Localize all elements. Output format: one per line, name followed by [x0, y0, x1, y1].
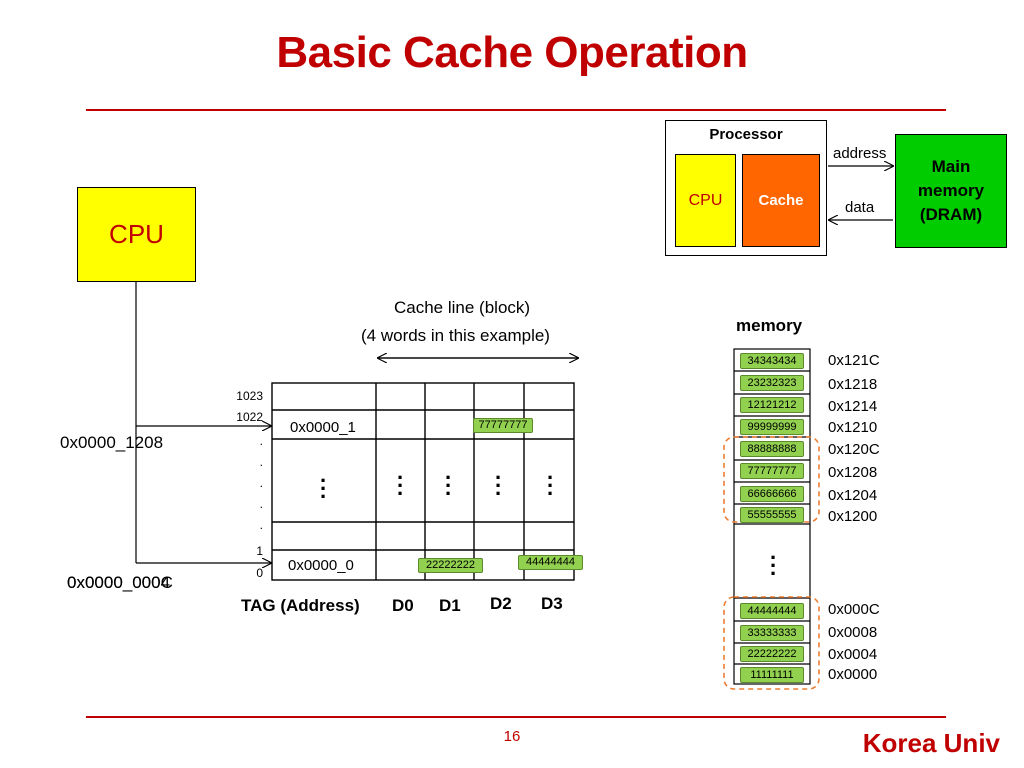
address-lower-a: 0x0000_0004 [67, 573, 171, 592]
processor-cache-box: Cache [742, 154, 820, 247]
index-1022: 1022 [236, 410, 263, 424]
memory-address: 0x000C [828, 601, 880, 618]
processor-cpu-label: CPU [688, 191, 723, 209]
column-d0: D0 [392, 596, 414, 615]
address-upper: 0x0000_1208 [60, 433, 164, 452]
memory-address: 0x0008 [828, 624, 878, 641]
memory-cell: 22222222 [740, 646, 804, 662]
index-1023: 1023 [236, 389, 263, 403]
main-memory-box: Main memory (DRAM) [895, 134, 1007, 248]
cache-table-grid [271, 382, 575, 581]
ellipsis-d0: ... [396, 459, 404, 500]
memory-cell: 55555555 [740, 507, 804, 523]
index-0: 0 [256, 566, 263, 580]
page-number: 16 [503, 728, 521, 745]
processor-cache-label: Cache [758, 192, 804, 209]
ellipsis-d3: ... [546, 459, 554, 500]
main-memory-line1: Main [931, 157, 971, 176]
memory-cell: 12121212 [740, 397, 804, 413]
memory-address: 0x120C [828, 441, 880, 458]
index-dot: . [259, 518, 263, 532]
column-d3: D3 [541, 594, 563, 613]
memory-cell: 99999999 [740, 419, 804, 435]
cache-d3-row-0: 44444444 [518, 555, 583, 570]
data-label: data [845, 199, 875, 216]
memory-address: 0x1200 [828, 508, 878, 525]
memory-cell: 44444444 [740, 603, 804, 619]
memory-address: 0x0004 [828, 646, 878, 663]
memory-cell: 88888888 [740, 441, 804, 457]
memory-address: 0x121C [828, 352, 880, 369]
memory-address: 0x0000 [828, 666, 878, 683]
cache-d1-row-0: 22222222 [418, 558, 483, 573]
title-divider [86, 109, 946, 111]
ellipsis-d1: ... [444, 459, 452, 500]
memory-cell: 23232323 [740, 375, 804, 391]
memory-cell: 66666666 [740, 486, 804, 502]
cache-line-sublabel: (4 words in this example) [361, 326, 550, 345]
ellipsis-tag: ... [319, 462, 327, 503]
index-dot: . [259, 497, 263, 511]
address-lower-b: 0x0000_000C [67, 573, 173, 592]
cache-line-label: Cache line (block) [394, 298, 531, 317]
memory-address: 0x1214 [828, 398, 878, 415]
main-memory-line3: (DRAM) [919, 205, 983, 224]
cpu-label: CPU [109, 219, 164, 249]
index-dot: . [259, 476, 263, 490]
ellipsis-d2: ... [494, 459, 502, 500]
brand-label: Korea Univ [862, 728, 1000, 758]
processor-box [665, 120, 827, 256]
memory-address: 0x1204 [828, 487, 878, 504]
tag-row-0: 0x0000_0 [288, 557, 354, 574]
index-dot: . [259, 455, 263, 469]
memory-cell: 11111111 [740, 667, 804, 683]
cache-d2-row-1022: 77777777 [473, 418, 533, 433]
memory-label: memory [736, 316, 803, 335]
slide-title: Basic Cache Operation [276, 28, 748, 77]
footer-divider [86, 716, 946, 718]
column-d2: D2 [490, 594, 512, 613]
memory-address: 0x1218 [828, 376, 878, 393]
index-1: 1 [256, 544, 263, 558]
cpu-box: CPU [77, 187, 196, 282]
processor-cpu-box: CPU [675, 154, 736, 247]
address-label: address [833, 145, 887, 162]
index-dot: . [259, 434, 263, 448]
memory-address: 0x1208 [828, 464, 878, 481]
column-d1: D1 [439, 596, 461, 615]
memory-ellipsis: ... [769, 539, 777, 580]
main-memory-line2: memory [917, 181, 985, 200]
processor-label: Processor [709, 126, 783, 143]
tag-row-1022: 0x0000_1 [290, 419, 356, 436]
memory-cell: 33333333 [740, 625, 804, 641]
memory-address: 0x1210 [828, 419, 878, 436]
highlight-block-0000 [723, 596, 820, 690]
memory-cell: 34343434 [740, 353, 804, 369]
memory-cell: 77777777 [740, 463, 804, 479]
column-tag: TAG (Address) [241, 596, 360, 615]
